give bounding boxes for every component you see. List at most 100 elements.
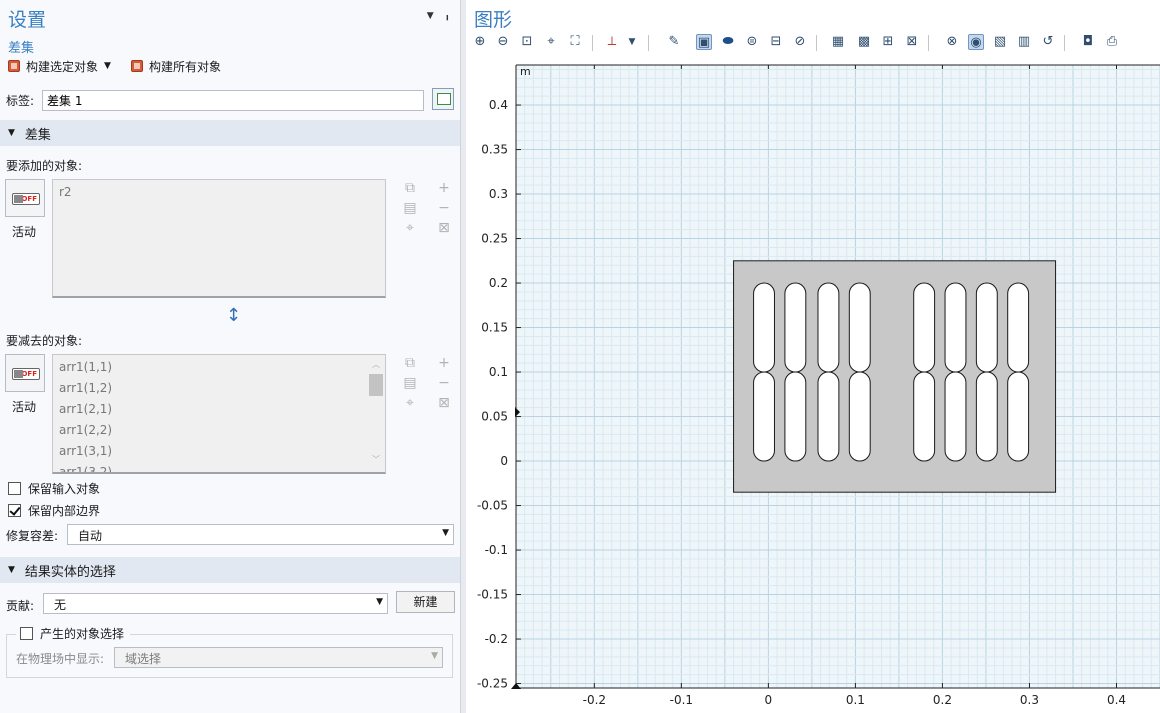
show-in-physics-value: 域选择: [125, 652, 162, 666]
zoom-selection-icon[interactable]: ⌖: [406, 220, 414, 236]
panel-splitter[interactable]: [460, 0, 466, 713]
objects-to-add-list[interactable]: r2: [52, 179, 386, 298]
zoom-extents-icon[interactable]: ⛶: [570, 34, 580, 49]
list-item[interactable]: arr1(3,2): [59, 465, 113, 474]
y-tick-label: 0.2: [489, 276, 508, 290]
keep-input-label: 保留输入对象: [28, 482, 101, 496]
scroll-thumb[interactable]: [369, 374, 383, 396]
swap-vertical-icon[interactable]: ↕: [226, 305, 242, 326]
section-result-title: 结果实体的选择: [24, 564, 116, 580]
repair-tolerance-select[interactable]: 自动 ▼: [67, 524, 454, 545]
zoom-selection-icon[interactable]: ⌖: [406, 395, 414, 411]
subtract-active-toggle[interactable]: OFF: [5, 354, 45, 392]
new-button[interactable]: 新建: [396, 591, 455, 613]
zoom-box-icon[interactable]: ⊡: [521, 34, 533, 49]
chevron-down-icon[interactable]: ▼: [628, 37, 636, 47]
x-tick-label: 0.2: [933, 693, 952, 707]
select-domains-icon[interactable]: ▣: [696, 34, 712, 50]
plus-icon[interactable]: +: [438, 355, 450, 371]
print-icon[interactable]: ⎙: [1106, 34, 1118, 49]
zoom-selected-icon[interactable]: ⌖: [547, 34, 555, 49]
objects-to-subtract-list[interactable]: arr1(1,1) arr1(1,2) arr1(2,1) arr1(2,2) …: [52, 354, 386, 474]
copy-icon[interactable]: ⧉: [405, 180, 415, 196]
paste-icon[interactable]: ▤: [403, 375, 417, 391]
zoom-out-icon[interactable]: ⊖: [497, 34, 509, 49]
contribute-select[interactable]: 无 ▼: [43, 593, 388, 614]
select-edges-icon[interactable]: ⊜: [746, 34, 758, 49]
list-item[interactable]: arr1(1,2): [59, 381, 113, 395]
list-item[interactable]: arr1(3,1): [59, 444, 113, 458]
select-none-icon[interactable]: ⊘: [794, 34, 806, 49]
keep-interior-row[interactable]: 保留内部边界: [8, 502, 100, 519]
resulting-selection-row[interactable]: 产生的对象选择: [16, 625, 131, 642]
node-name: 差集: [8, 41, 35, 56]
slot-hole: [817, 282, 840, 373]
keep-input-row[interactable]: 保留输入对象: [8, 480, 100, 497]
slot-hole: [784, 282, 807, 373]
resulting-selection-checkbox[interactable]: [20, 627, 33, 640]
scroll-up-icon[interactable]: ︿: [372, 360, 380, 369]
camera-icon[interactable]: ◘: [1082, 34, 1094, 49]
wireframe-icon[interactable]: ▧: [993, 34, 1007, 49]
list-item[interactable]: arr1(2,1): [59, 402, 113, 416]
label-options-icon[interactable]: [432, 88, 454, 110]
clear-selection-icon[interactable]: ▩: [857, 34, 871, 49]
show-in-physics-label: 在物理场中显示:: [16, 652, 105, 666]
panel-pin-icon[interactable]: ▼ ╻: [426, 11, 454, 21]
select-objects-icon[interactable]: ✎: [668, 34, 680, 49]
keep-input-checkbox[interactable]: [8, 482, 21, 495]
settings-title: 设置: [8, 9, 47, 31]
plus-icon[interactable]: +: [438, 180, 450, 196]
copy-icon[interactable]: ⧉: [405, 355, 415, 371]
graphics-title: 图形: [474, 9, 513, 31]
list-item[interactable]: arr1(1,1): [59, 360, 113, 374]
y-tick-label: 0.15: [481, 321, 508, 335]
chevron-down-icon[interactable]: ▼: [104, 61, 111, 71]
select-all-icon[interactable]: ▦: [831, 34, 845, 49]
section-result-selection[interactable]: ▼ 结果实体的选择: [0, 557, 460, 583]
show-icon[interactable]: ◉: [968, 34, 984, 50]
dropdown-arrow-icon: ▼: [376, 597, 383, 607]
select-points-icon[interactable]: ⊟: [770, 34, 782, 49]
select-boundaries-icon[interactable]: ⬬: [722, 34, 734, 49]
section-difference[interactable]: ▼ 差集: [0, 120, 460, 146]
list-item[interactable]: r2: [59, 185, 72, 199]
keep-interior-checkbox[interactable]: [8, 504, 21, 517]
hide-icon[interactable]: ⊗: [946, 34, 958, 49]
show-in-physics-select[interactable]: 域选择 ▼: [114, 647, 443, 668]
x-origin-marker: [511, 683, 521, 689]
dropdown-arrow-icon: ▼: [431, 651, 438, 661]
minus-icon[interactable]: −: [438, 375, 450, 391]
clear-selection-icon[interactable]: ⊠: [438, 395, 450, 411]
list-item[interactable]: arr1(2,2): [59, 423, 113, 437]
add-active-toggle[interactable]: OFF: [5, 179, 45, 217]
y-tick-label: 0.1: [489, 365, 508, 379]
resulting-selection-group: [6, 634, 453, 678]
list-scrollbar[interactable]: ︿ ﹀: [368, 356, 384, 470]
clear-selection-icon[interactable]: ⊠: [438, 220, 450, 236]
section-difference-title: 差集: [24, 127, 51, 143]
resulting-selection-label: 产生的对象选择: [40, 627, 125, 641]
build-selected-icon: [8, 60, 20, 72]
zoom-to-selection-icon[interactable]: ⊞: [882, 34, 894, 49]
repair-tolerance-value: 自动: [78, 529, 103, 543]
collapse-icon: ▼: [8, 128, 15, 138]
reset-view-icon[interactable]: ↺: [1042, 34, 1054, 49]
minus-icon[interactable]: −: [438, 200, 450, 216]
axes-orientation-icon[interactable]: ⟂: [607, 34, 617, 49]
render-settings-icon[interactable]: ▥: [1017, 34, 1031, 49]
invert-selection-icon[interactable]: ⊠: [906, 34, 918, 49]
build-all-button[interactable]: 构建所有对象: [130, 58, 221, 75]
y-origin-marker: [515, 407, 520, 418]
paste-icon[interactable]: ▤: [403, 200, 417, 216]
scroll-down-icon[interactable]: ﹀: [372, 455, 380, 464]
zoom-in-icon[interactable]: ⊕: [474, 34, 486, 49]
x-tick-label: -0.1: [670, 693, 693, 707]
build-selected-button[interactable]: 构建选定对象 ▼: [8, 58, 111, 75]
objects-to-subtract-label: 要减去的对象:: [6, 334, 83, 348]
x-tick-label: 0: [765, 693, 773, 707]
label-field[interactable]: [42, 89, 424, 111]
y-tick-label: 0.3: [489, 187, 508, 201]
y-tick-label: 0.25: [481, 232, 508, 246]
